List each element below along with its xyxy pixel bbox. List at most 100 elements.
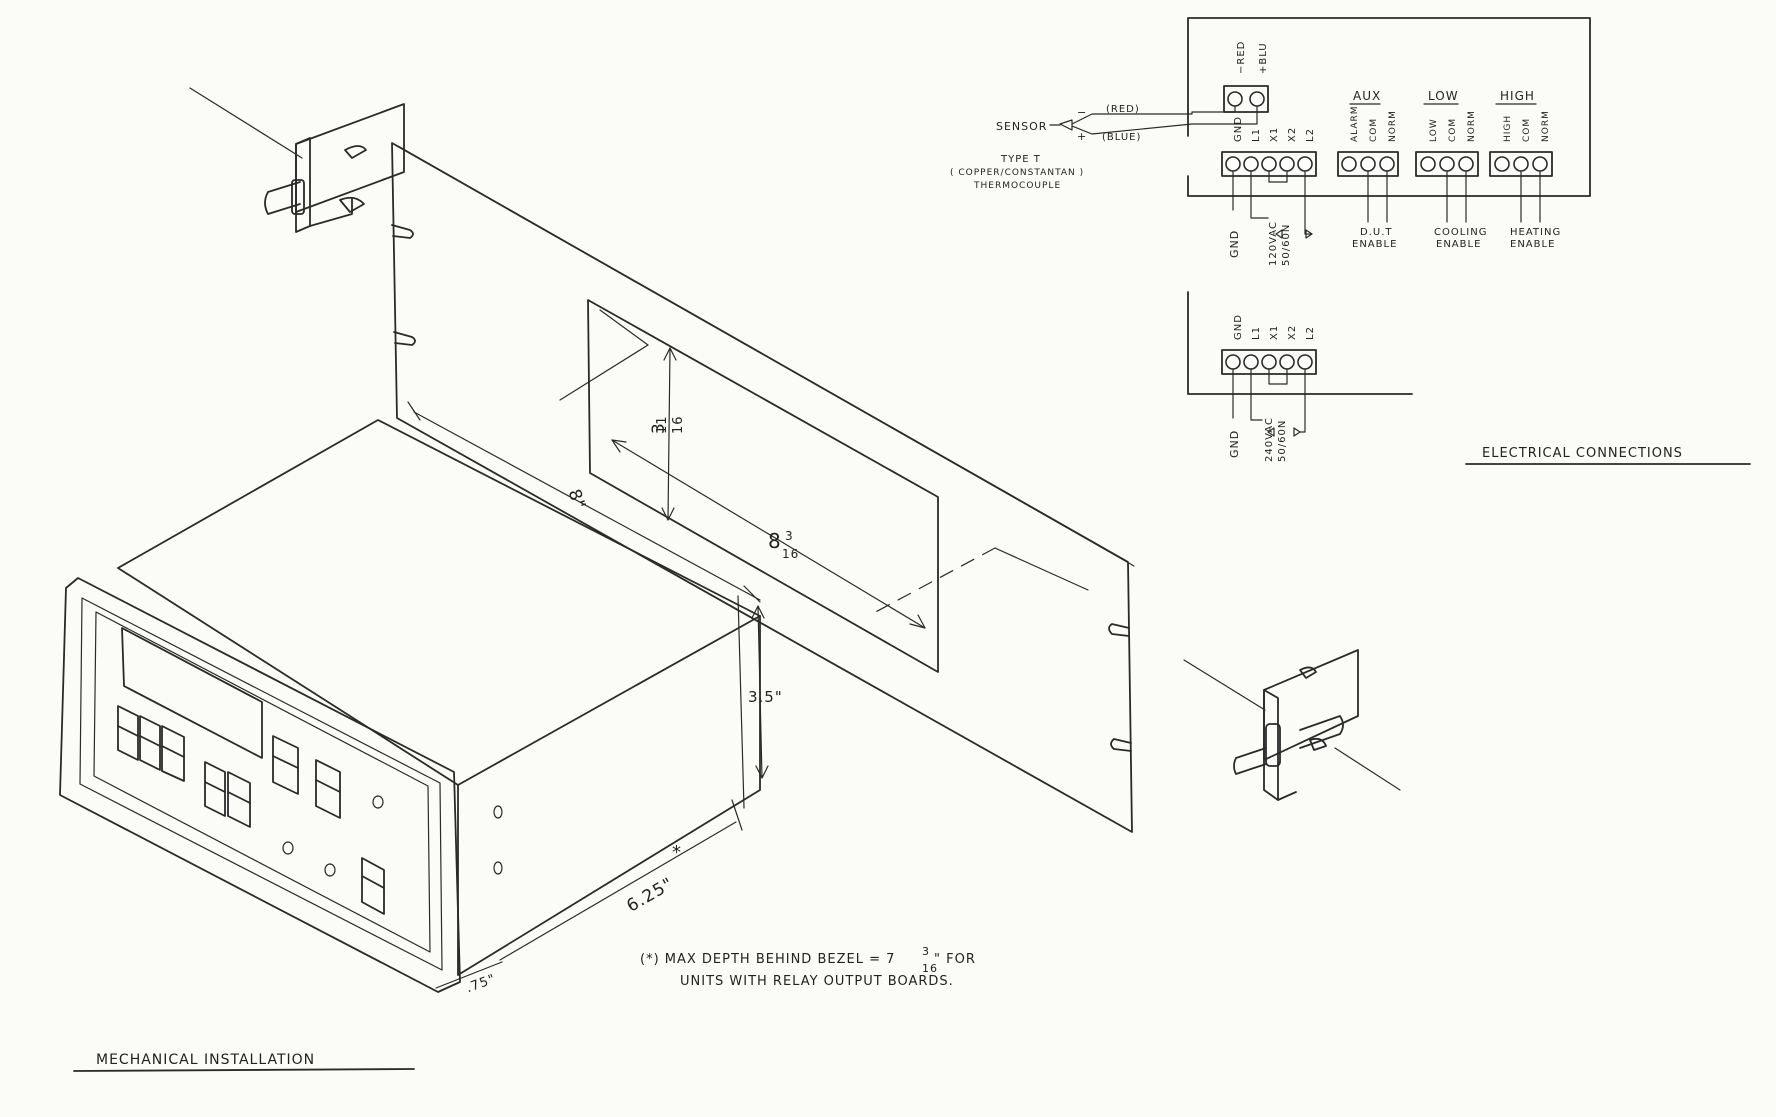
bezel-inner-2 <box>93 611 431 953</box>
power2-term-gnd: GND <box>1233 314 1244 340</box>
low-title: LOW <box>1428 89 1459 103</box>
low-term-com: COM <box>1448 118 1458 142</box>
heat-line2: ENABLE <box>1510 239 1555 250</box>
front-button <box>204 761 226 817</box>
enclosure-edge <box>457 615 761 786</box>
sensor-term-neg: −RED <box>1236 41 1247 74</box>
low-wiring <box>1446 170 1467 223</box>
v240-line2: 50/60N <box>1277 420 1288 462</box>
dim-tick <box>743 585 761 603</box>
high-title: HIGH <box>1500 89 1535 103</box>
high-term-com: COM <box>1522 118 1532 142</box>
thermo-line3: THERMOCOUPLE <box>973 181 1061 191</box>
panel-cutout <box>587 299 939 673</box>
gnd-label: GND <box>1228 230 1241 258</box>
front-bezel <box>59 577 461 993</box>
depth-note-line1: (*) MAX DEPTH BEHIND BEZEL = 7 <box>640 952 895 967</box>
dim-cutout-height-whole: 3 <box>649 422 669 434</box>
v120-line1: 120VAC <box>1268 221 1279 266</box>
cutout-hidden-line <box>599 309 649 346</box>
wire-red-label: (RED) <box>1106 104 1140 115</box>
aux-term-norm: NORM <box>1388 110 1398 142</box>
led-indicator <box>372 795 384 809</box>
sensor-wire-red <box>1071 105 1236 125</box>
power-term-x1: X1 <box>1269 127 1280 142</box>
v240-line1: 240VAC <box>1264 417 1275 462</box>
panel-slot <box>391 224 414 239</box>
sensor-wire-blue <box>1071 105 1258 135</box>
power-terminal-screws <box>1225 156 1313 172</box>
wire-blue-label: (BLUE) <box>1102 132 1141 143</box>
power-wiring-120 <box>1232 170 1313 235</box>
cutout-hidden-line <box>559 344 649 401</box>
gnd2-label: GND <box>1228 430 1241 458</box>
sensor-label: SENSOR <box>996 120 1047 133</box>
hidden-edge <box>994 547 1089 591</box>
panel-slot <box>1110 738 1132 752</box>
dut-line2: ENABLE <box>1352 239 1397 250</box>
right-mount-axis-line <box>1183 659 1266 711</box>
side-screw <box>493 861 503 875</box>
power2-term-l1: L1 <box>1251 326 1262 340</box>
high-term-high: HIGH <box>1503 115 1513 142</box>
right-mount-axis-line-2 <box>1334 747 1401 791</box>
power-wiring-240 <box>1232 368 1306 433</box>
v120-line2: 50/60N <box>1281 224 1292 266</box>
terminal-enclosure-top <box>1187 17 1591 197</box>
dim-line-cutout-width <box>611 439 926 629</box>
dim-line-bezel <box>435 961 503 989</box>
low-terminal-screws <box>1420 156 1474 172</box>
power-arrows-240 <box>1267 427 1301 437</box>
front-button <box>227 771 251 828</box>
depth-note-frac-num: 3 <box>922 945 930 958</box>
electrical-title: ELECTRICAL CONNECTIONS <box>1482 446 1683 461</box>
dim-cutout-width-whole: 8 <box>768 529 782 553</box>
power2-term-x2: X2 <box>1287 325 1298 340</box>
sensor-probe <box>1059 119 1073 131</box>
power2-term-x1: X1 <box>1269 325 1280 340</box>
front-buttons <box>117 705 385 915</box>
electrical-connections: −RED +BLU SENSOR − + (RED) (BLUE) TYPE T… <box>950 17 1751 465</box>
side-screw <box>493 805 503 819</box>
dim-tick <box>407 401 421 421</box>
aux-term-com: COM <box>1369 118 1379 142</box>
sensor-term-pos: +BLU <box>1258 42 1269 74</box>
rack-panel <box>391 142 1133 833</box>
dim-depth-mark: * <box>672 842 682 863</box>
thermo-line1: TYPE T <box>1000 154 1041 165</box>
power-term-x2: X2 <box>1287 127 1298 142</box>
dim-panel-width: 8" <box>563 487 589 513</box>
dim-line-panel-width <box>413 411 761 601</box>
aux-title: AUX <box>1353 89 1381 103</box>
dut-line1: D.U.T <box>1360 227 1393 238</box>
power-switch <box>361 857 385 915</box>
dim-tick <box>731 799 743 831</box>
dim-cutout-width-den: 16 <box>782 547 799 561</box>
dim-depth: 6.25" <box>623 874 677 917</box>
dim-line-cutout-height <box>667 347 671 521</box>
front-button <box>315 759 341 819</box>
panel-slot <box>1108 623 1130 637</box>
dim-cutout-height-num: 11 <box>655 415 670 434</box>
dim-cutout-width-num: 3 <box>785 529 794 543</box>
enclosure-rear-edge <box>737 595 745 809</box>
aux-term-alarm: ALARM <box>1350 105 1360 142</box>
aux-terminal-screws <box>1341 156 1395 172</box>
low-term-norm: NORM <box>1467 110 1477 142</box>
front-button <box>117 705 139 761</box>
power2-term-l2: L2 <box>1305 326 1316 340</box>
front-button <box>272 735 299 795</box>
high-term-norm: NORM <box>1541 110 1551 142</box>
display-window <box>121 627 263 759</box>
mechanical-installation: 3 11 16 8 3 16 8" 3.5" 6.25" * .75" (*) … <box>59 87 1401 1072</box>
high-terminal-screws <box>1494 156 1548 172</box>
power-term-gnd: GND <box>1233 116 1244 142</box>
dim-arrows <box>661 347 677 521</box>
power-term-l1: L1 <box>1251 128 1262 142</box>
led-indicator <box>282 841 294 855</box>
sensor-terminal-block <box>1223 85 1269 113</box>
high-wiring <box>1520 170 1541 223</box>
panel-slot <box>393 331 416 346</box>
dim-cutout-height-den: 16 <box>671 415 686 434</box>
